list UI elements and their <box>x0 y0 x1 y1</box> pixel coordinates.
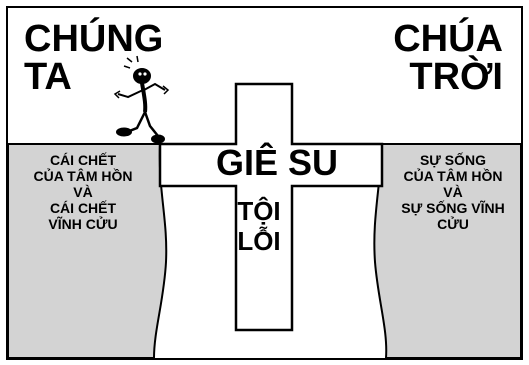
right-title-line2: TRỜI <box>409 56 503 98</box>
right-cliff-line: VÀ <box>443 184 463 200</box>
left-title-line1: CHÚNG <box>24 18 164 60</box>
right-cliff-line: SỰ SỐNG VĨNH <box>401 200 505 216</box>
right-cliff-line: CỬU <box>437 216 469 232</box>
stick-figure-icon <box>113 55 170 144</box>
right-title-line1: CHÚA <box>393 18 503 60</box>
left-cliff-line: VÀ <box>73 184 93 200</box>
right-cliff-line: SỰ SỐNG <box>419 152 487 168</box>
cross-shape <box>158 82 384 332</box>
left-cliff-line: VĨNH CỬU <box>48 216 118 232</box>
sin-label: TỘI LỖI <box>234 196 284 256</box>
left-title: CHÚNG TA <box>24 20 163 96</box>
sin-line1: TỘI <box>237 196 281 226</box>
right-cliff-line: CỦA TÂM HỒN <box>403 168 503 184</box>
left-title-line2: TA <box>24 56 72 98</box>
cross-label: GIÊ SU <box>215 142 339 183</box>
right-title: CHÚA TRỜI <box>393 20 503 96</box>
right-cliff-text: SỰ SỐNG CỦA TÂM HỒN VÀ SỰ SỐNG VĨNH CỬU <box>378 152 528 232</box>
left-cliff-line: CỦA TÂM HỒN <box>33 168 133 184</box>
left-cliff-text: CÁI CHẾT CỦA TÂM HỒN VÀ CÁI CHẾT VĨNH CỬ… <box>8 152 158 232</box>
sin-line2: LỖI <box>237 226 281 256</box>
left-cliff-line: CÁI CHẾT <box>49 152 117 168</box>
left-cliff-line: CÁI CHẾT <box>49 200 117 216</box>
